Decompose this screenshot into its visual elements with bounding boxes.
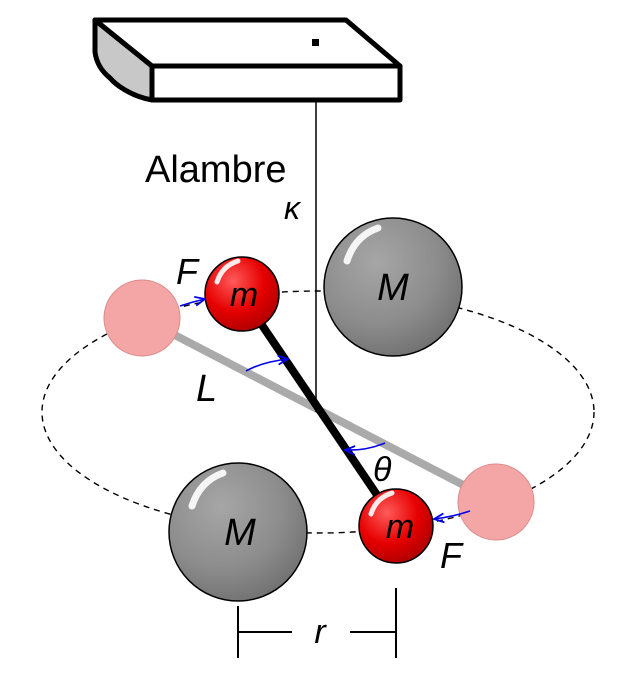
large-mass-right: M <box>323 217 463 357</box>
ghost-mass-left <box>103 279 181 357</box>
distance-label: r <box>314 613 327 651</box>
support-dot <box>312 39 319 46</box>
angle-arc-arrow <box>345 442 386 450</box>
distance-dimension <box>237 588 397 658</box>
large-mass-left: M <box>168 462 308 602</box>
small-mass-top: m <box>204 256 280 332</box>
torsion-rod <box>243 299 396 521</box>
support-front-face <box>149 63 403 103</box>
force-label-top: F <box>176 251 200 292</box>
angle-label: θ <box>373 451 392 489</box>
large-mass-right-label: M <box>377 267 409 309</box>
small-mass-bottom-label: m <box>386 508 414 546</box>
small-mass-bottom: m <box>358 488 434 564</box>
ceiling-support <box>92 17 403 103</box>
length-label: L <box>196 368 217 410</box>
force-arrow-bottom <box>434 510 471 519</box>
small-mass-top-label: m <box>230 276 258 314</box>
ghost-mass-right <box>457 463 535 541</box>
force-arrow-top <box>179 299 205 307</box>
wire-label: Alambre <box>145 149 287 191</box>
orbit-dashed-ellipse <box>41 290 595 534</box>
rotation-arrow <box>245 359 288 372</box>
large-mass-left-label: M <box>224 512 256 554</box>
torsion-constant-label: κ <box>284 190 302 226</box>
support-curved-end <box>92 17 155 103</box>
support-top-face <box>92 17 403 69</box>
force-label-bottom: F <box>440 535 464 576</box>
